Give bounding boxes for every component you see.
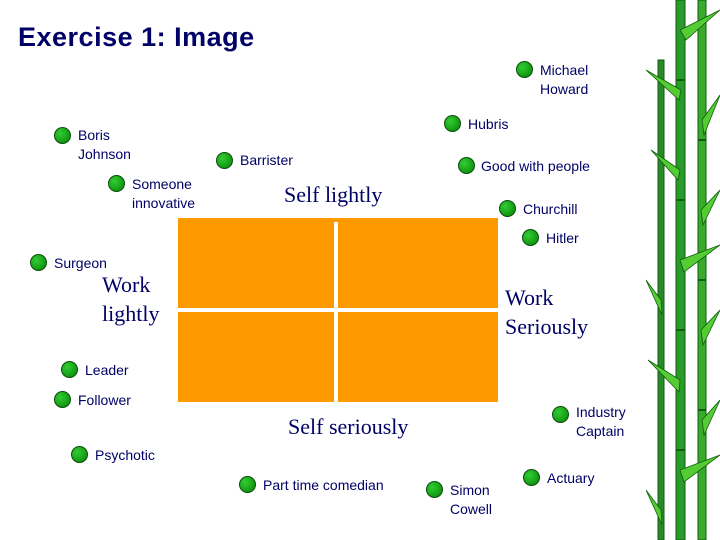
label-boris-johnson: Boris Johnson — [78, 126, 131, 164]
label-actuary: Actuary — [547, 469, 594, 488]
bullet-dot-good-with-people — [458, 157, 475, 174]
label-leader: Leader — [85, 361, 129, 380]
bullet-dot-hubris — [444, 115, 461, 132]
grid-vertical-divider — [334, 222, 338, 402]
grid-horizontal-divider — [178, 308, 498, 312]
label-hitler: Hitler — [546, 229, 579, 248]
bullet-dot-barrister — [216, 152, 233, 169]
bullet-dot-boris-johnson — [54, 127, 71, 144]
bullet-dot-leader — [61, 361, 78, 378]
label-part-time-comedian: Part time comedian — [263, 476, 384, 495]
bullet-dot-churchill — [499, 200, 516, 217]
bullet-dot-michael-howard — [516, 61, 533, 78]
axis-label-bottom: Self seriously — [288, 412, 408, 441]
label-good-with-people: Good with people — [481, 157, 590, 176]
label-hubris: Hubris — [468, 115, 508, 134]
label-follower: Follower — [78, 391, 131, 410]
axis-label-top: Self lightly — [284, 180, 382, 209]
label-simon-cowell: Simon Cowell — [450, 481, 492, 519]
bullet-dot-simon-cowell — [426, 481, 443, 498]
label-surgeon: Surgeon — [54, 254, 107, 273]
slide-title: Exercise 1: Image — [18, 22, 255, 53]
axis-label-left: Work lightly — [102, 270, 159, 328]
axis-label-right: Work Seriously — [505, 283, 588, 341]
bullet-dot-follower — [54, 391, 71, 408]
bullet-dot-psychotic — [71, 446, 88, 463]
label-psychotic: Psychotic — [95, 446, 155, 465]
bullet-dot-hitler — [522, 229, 539, 246]
bullet-dot-surgeon — [30, 254, 47, 271]
bullet-dot-part-time-comedian — [239, 476, 256, 493]
bullet-dot-industry-captain — [552, 406, 569, 423]
label-churchill: Churchill — [523, 200, 577, 219]
label-someone-innovative: Someone innovative — [132, 175, 195, 213]
label-michael-howard: Michael Howard — [540, 61, 588, 99]
label-barrister: Barrister — [240, 151, 293, 170]
label-industry-captain: Industry Captain — [576, 403, 626, 441]
bullet-dot-someone-innovative — [108, 175, 125, 192]
bamboo-decoration — [646, 0, 720, 540]
bullet-dot-actuary — [523, 469, 540, 486]
